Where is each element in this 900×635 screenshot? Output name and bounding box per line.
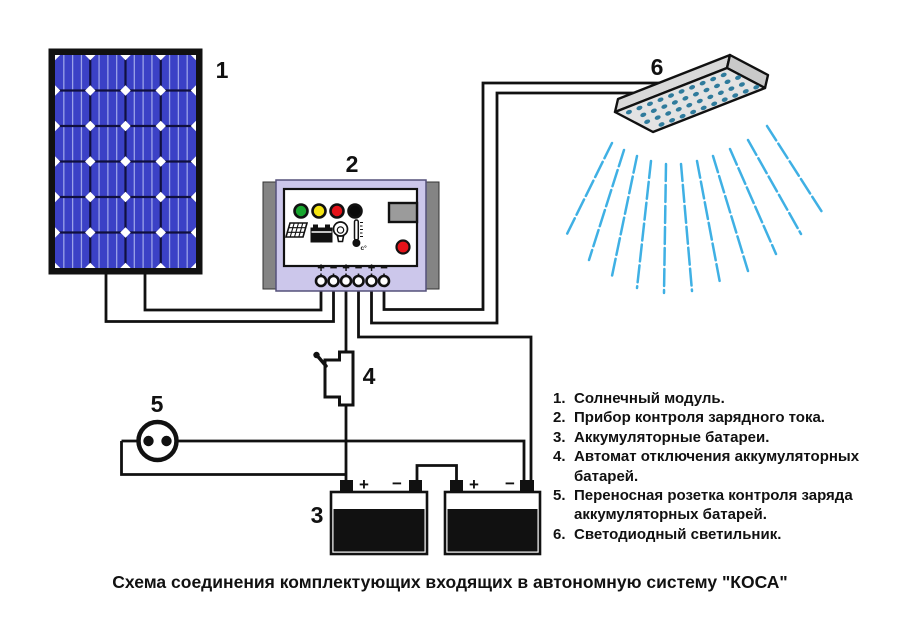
led-red <box>329 203 345 219</box>
led-yellow <box>311 203 327 219</box>
breaker <box>313 350 355 407</box>
battery-right-minus-sign: − <box>505 474 515 493</box>
terminal-sign-6: − <box>380 260 388 275</box>
wires <box>104 81 662 482</box>
socket <box>136 419 179 463</box>
battery-left-minus-sign: − <box>392 474 402 493</box>
terminal-4 <box>352 274 365 288</box>
terminal-sign-5: + <box>368 260 376 275</box>
led-green <box>293 203 309 219</box>
legend-item-2: 2.Прибор контроля зарядного тока. <box>553 409 825 427</box>
battery-left-minus-post <box>409 480 422 492</box>
terminal-3 <box>339 274 353 288</box>
lamp-led-dots <box>625 72 760 127</box>
controller-bracket-right <box>424 181 440 290</box>
battery-right-plus-sign: + <box>469 475 479 494</box>
led-black <box>347 203 363 219</box>
wire-solar-minus <box>104 268 335 323</box>
battery-left-plus-sign: + <box>359 475 369 494</box>
solar-panel <box>48 48 203 275</box>
legend-item-3: 3.Аккумуляторные батареи. <box>553 428 770 446</box>
battery-right-minus-post <box>520 480 534 492</box>
terminal-5 <box>365 274 378 288</box>
svg-text:c°: c° <box>361 244 368 252</box>
bulb-icon <box>332 221 349 243</box>
battery-left-plus-post <box>340 480 353 492</box>
wire-load-plus <box>370 91 640 325</box>
diagram-caption: Схема соединения комплектующих входящих … <box>112 572 788 592</box>
terminal-6 <box>377 274 391 288</box>
controller-bracket-left <box>262 181 278 290</box>
label-batteries: 3 <box>311 502 324 528</box>
controller-display <box>387 201 419 224</box>
controller-red-button <box>395 239 411 255</box>
terminal-1 <box>314 274 328 288</box>
lamp-led-face <box>613 66 767 134</box>
label-socket: 5 <box>151 391 164 417</box>
breaker-lever <box>315 354 328 368</box>
thermometer-icon: c° <box>352 219 368 252</box>
legend-item-1: 1.Солнечный модуль. <box>553 390 725 407</box>
wire-socket-bottom <box>120 441 346 476</box>
label-lamp: 6 <box>651 54 664 80</box>
light-rays <box>564 124 824 295</box>
wire-battery-bridge <box>415 464 458 482</box>
wire-load-minus <box>382 81 662 311</box>
legend: 1.Солнечный модуль. 2.Прибор контроля за… <box>553 389 883 544</box>
battery-left: + − <box>329 474 429 556</box>
battery-right-plus-post <box>450 480 463 492</box>
solar-panel-frame <box>48 48 203 275</box>
socket-pin-left <box>143 435 154 447</box>
controller-terminals: + − + − + − <box>314 260 391 288</box>
label-solar: 1 <box>216 57 229 83</box>
battery-icon <box>310 224 333 243</box>
led-lamp <box>613 53 770 134</box>
wire-socket-top <box>121 439 526 482</box>
socket-face <box>136 419 179 463</box>
legend-item-5: 5.Переносная розетка контроля заряда акк… <box>553 487 853 524</box>
label-controller: 2 <box>346 151 359 177</box>
label-breaker: 4 <box>363 363 376 389</box>
wire-battery-minus <box>357 286 533 482</box>
terminal-sign-3: + <box>342 260 350 275</box>
wire-solar-plus <box>143 268 323 312</box>
socket-pin-right <box>161 435 172 447</box>
legend-item-4: 4.Автомат отключения аккумуляторных бата… <box>553 448 860 485</box>
solar-panel-icon <box>284 222 309 238</box>
terminal-2 <box>327 274 340 288</box>
terminal-sign-4: − <box>355 260 363 275</box>
battery-right: + − <box>443 474 542 556</box>
legend-item-6: 6.Светодиодный светильник. <box>553 525 782 543</box>
charge-controller: c° + − + − + − <box>262 179 440 292</box>
terminal-sign-1: + <box>317 260 325 275</box>
terminal-sign-2: − <box>330 260 338 275</box>
